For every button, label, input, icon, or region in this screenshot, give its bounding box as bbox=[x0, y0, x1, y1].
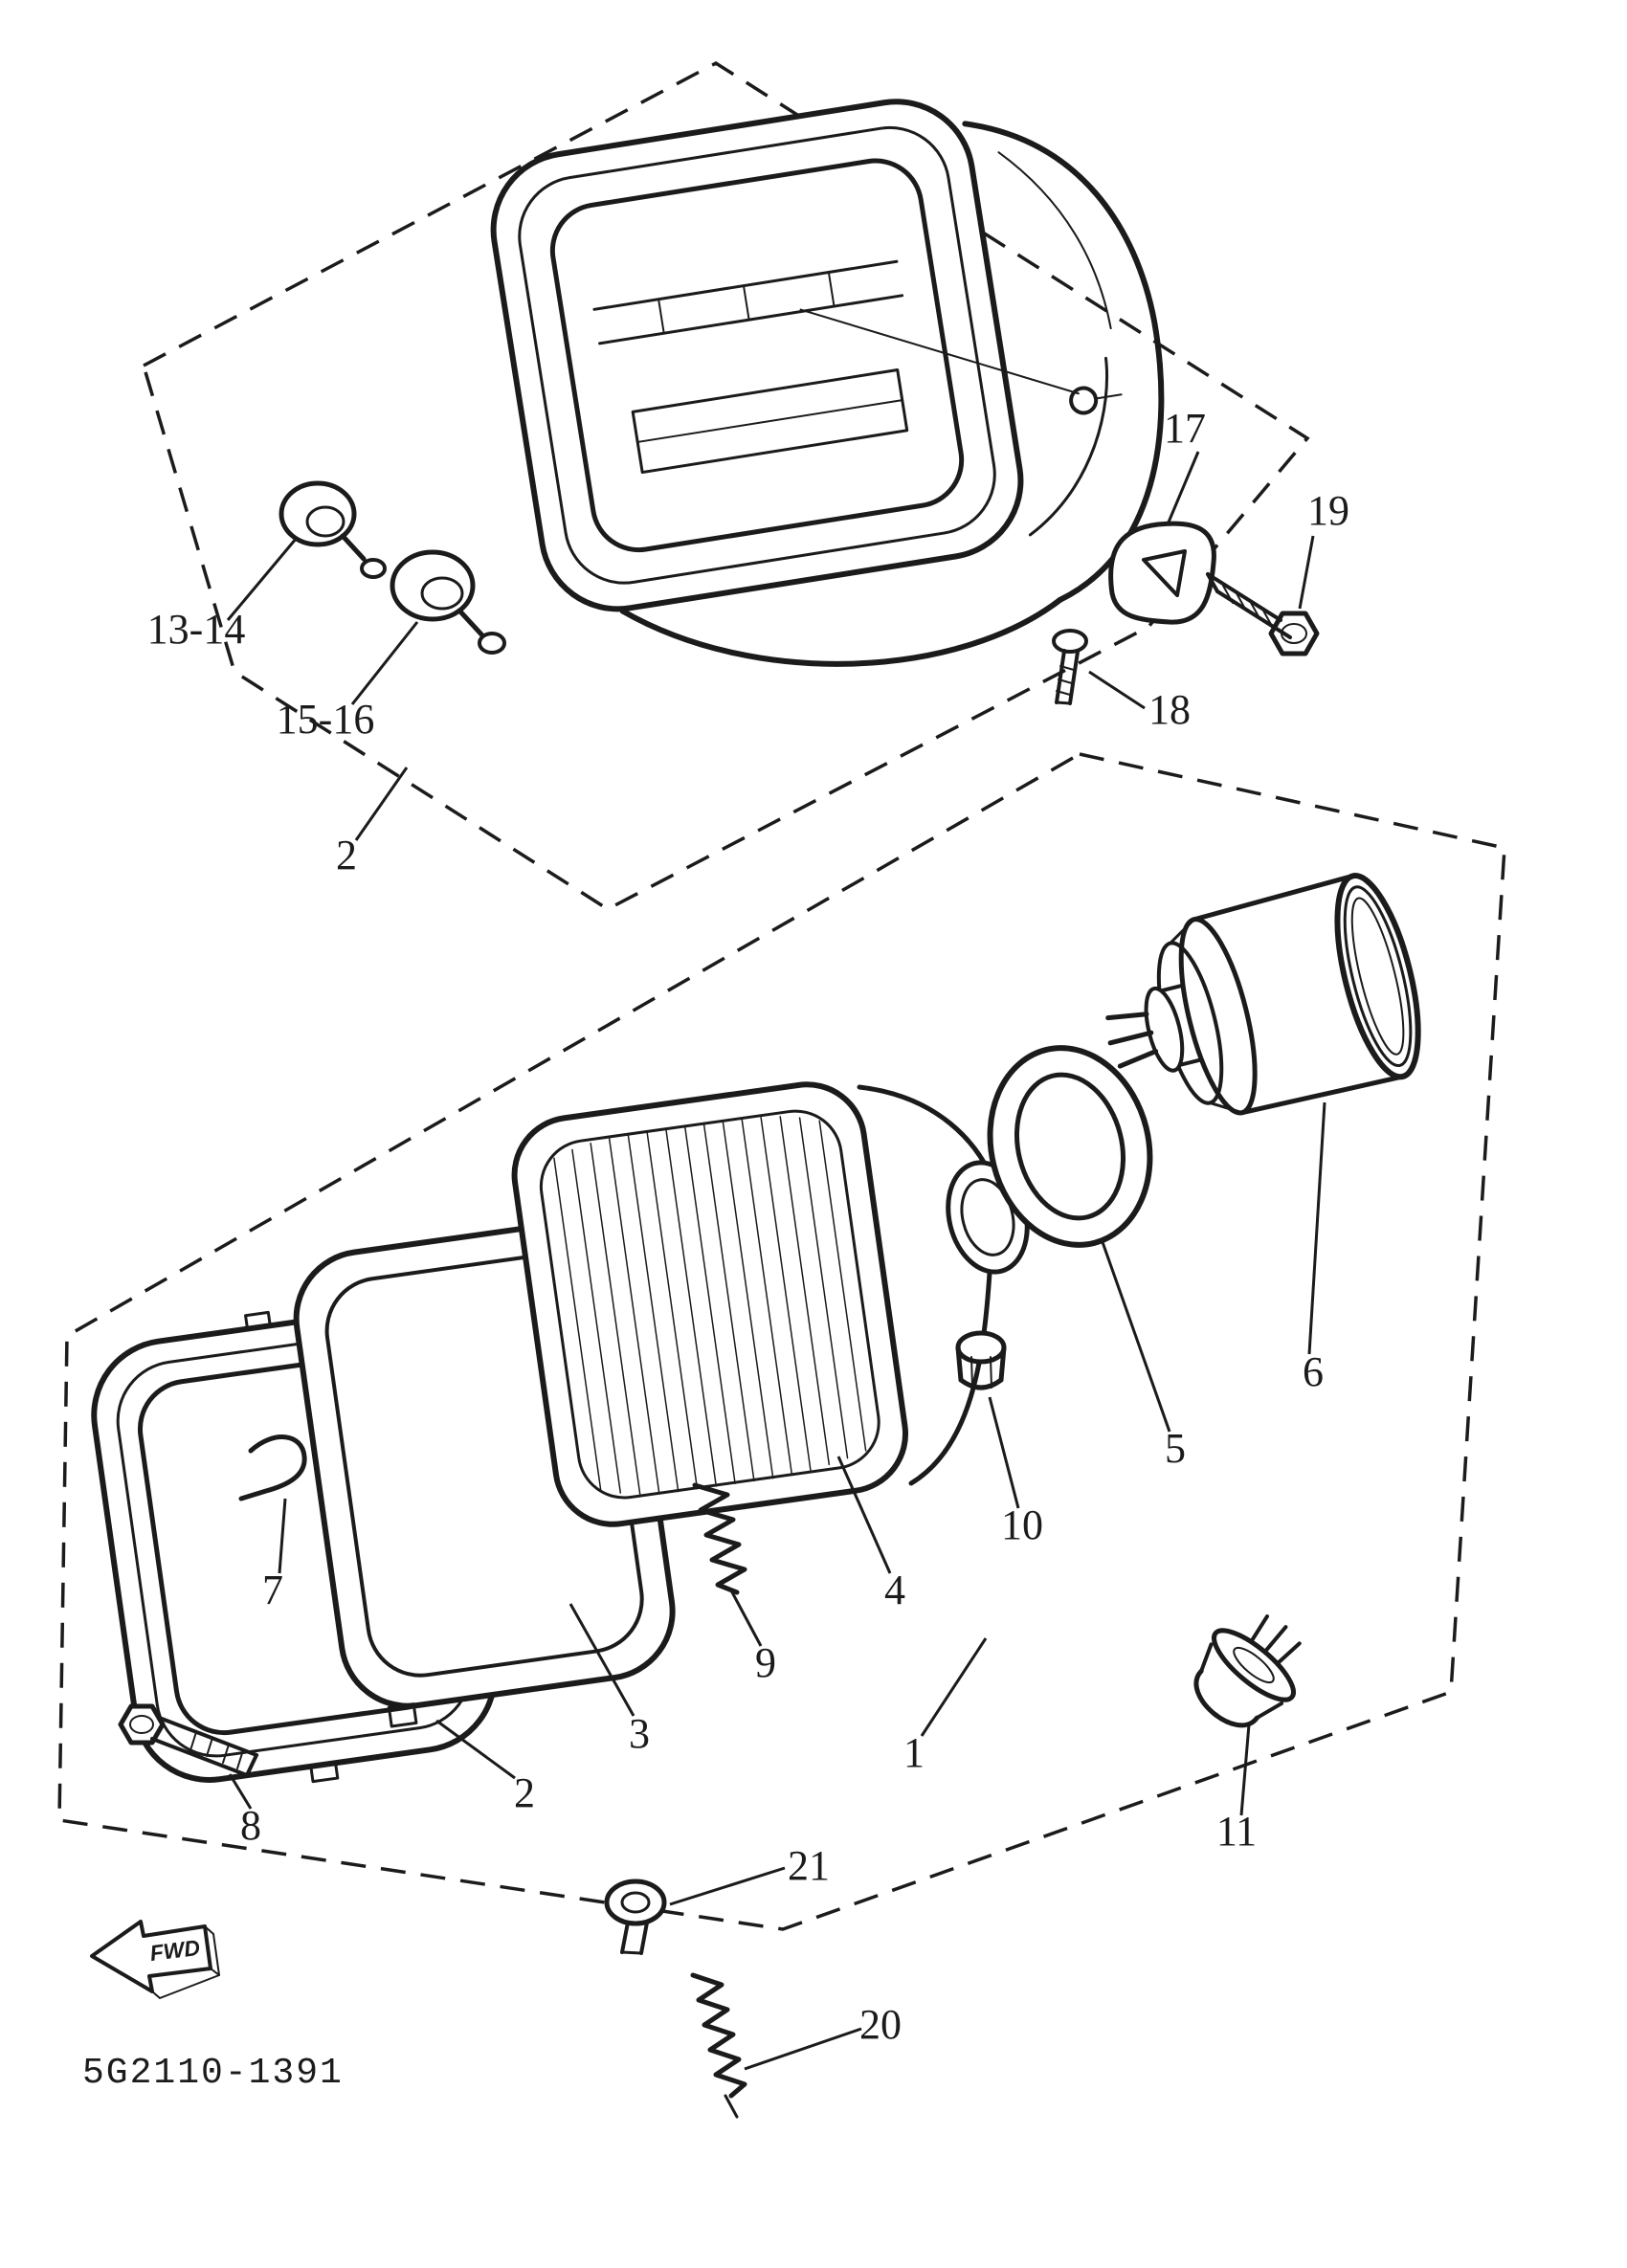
part-label-7: 7 bbox=[262, 1567, 283, 1613]
part-label-19: 19 bbox=[1307, 487, 1349, 534]
part-label-13-14: 13-14 bbox=[147, 606, 246, 653]
fwd-arrow-label: FWD bbox=[148, 1935, 201, 1966]
part-label-15-16: 15-16 bbox=[277, 696, 375, 743]
gasket-ring-5 bbox=[987, 1045, 1153, 1248]
bolt-8 bbox=[118, 1703, 258, 1777]
part-label-3: 3 bbox=[629, 1710, 650, 1757]
part-label-21: 21 bbox=[788, 1842, 830, 1889]
grommet-15-16 bbox=[390, 549, 506, 655]
screw-18 bbox=[1052, 629, 1088, 705]
lower-group-boundary bbox=[57, 752, 1506, 1931]
leader-lines bbox=[226, 451, 1326, 2071]
part-label-17: 17 bbox=[1164, 405, 1206, 452]
lens-unit-4 bbox=[511, 1081, 1030, 1527]
upper-group-boundary bbox=[141, 60, 1310, 912]
part-label-1: 1 bbox=[903, 1729, 925, 1776]
part-label-11: 11 bbox=[1216, 1808, 1257, 1855]
bolt-19 bbox=[1206, 572, 1320, 656]
retaining-clip-7 bbox=[238, 1434, 307, 1501]
grommet-13-14 bbox=[279, 480, 387, 579]
adjusting-nut-10 bbox=[955, 1330, 1007, 1390]
part-label-4: 4 bbox=[884, 1567, 905, 1613]
part-label-8: 8 bbox=[240, 1802, 261, 1849]
part-label-18: 18 bbox=[1148, 686, 1191, 733]
bulb-holder-6 bbox=[1105, 873, 1421, 1116]
fwd-arrow: FWD bbox=[90, 1920, 220, 1999]
part-label-9: 9 bbox=[755, 1639, 776, 1686]
part-label-6: 6 bbox=[1303, 1348, 1324, 1395]
spring-9 bbox=[692, 1482, 747, 1595]
part-label-10: 10 bbox=[1001, 1501, 1043, 1548]
part-label-2-upper: 2 bbox=[336, 832, 357, 878]
part-label-20: 20 bbox=[859, 2001, 902, 2048]
bulb-11 bbox=[1193, 1614, 1302, 1728]
part-label-5: 5 bbox=[1165, 1425, 1186, 1472]
headlight-shell bbox=[490, 99, 1165, 667]
part-label-2-lower: 2 bbox=[514, 1769, 535, 1816]
screw-21 bbox=[604, 1879, 667, 1955]
part-code: 5G2110-1391 bbox=[82, 2053, 344, 2094]
damper-plate-17 bbox=[1108, 521, 1216, 625]
spring-20 bbox=[690, 1972, 747, 2119]
